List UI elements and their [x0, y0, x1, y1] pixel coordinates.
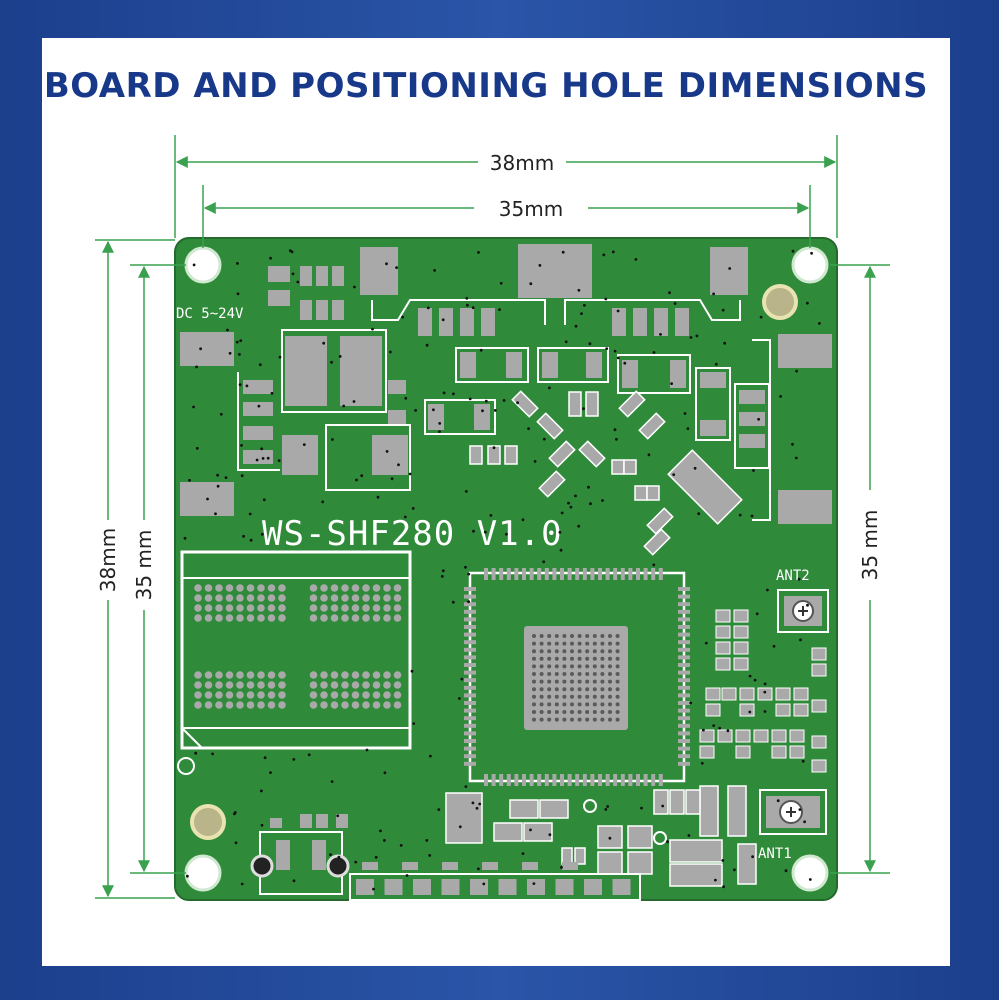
antenna-1-connector — [759, 789, 827, 835]
antenna-2-connector — [777, 589, 829, 633]
usb-connector — [250, 814, 350, 895]
dimension-hole-height-right: 35 mm — [858, 510, 882, 581]
dimension-lines — [95, 135, 890, 899]
dimension-hole-width: 35mm — [499, 197, 563, 221]
board-model-label: WS-SHF280 V1.0 — [262, 514, 563, 554]
power-input-label: DC 5~24V — [176, 306, 244, 322]
ram-chip-pads — [194, 584, 402, 709]
soc-thermal-pad — [524, 626, 628, 730]
dimension-board-height: 38mm — [96, 528, 120, 592]
dimension-hole-height-left: 35 mm — [132, 530, 156, 601]
soc-pins — [464, 568, 690, 786]
antenna-1-label: ANT1 — [758, 846, 792, 862]
mounting-hole-bottom-left — [184, 854, 222, 892]
antenna-2-label: ANT2 — [776, 568, 810, 584]
dimension-board-width: 38mm — [490, 151, 554, 175]
mounting-hole-top-right — [791, 246, 829, 284]
page-title: BOARD AND POSITIONING HOLE DIMENSIONS — [43, 66, 929, 106]
mounting-hole-top-left — [184, 246, 222, 284]
pcb-board: WS-SHF280 V1.0 DC 5~24V ANT2 ANT1 — [174, 237, 838, 901]
mounting-hole-bottom-right — [791, 854, 829, 892]
